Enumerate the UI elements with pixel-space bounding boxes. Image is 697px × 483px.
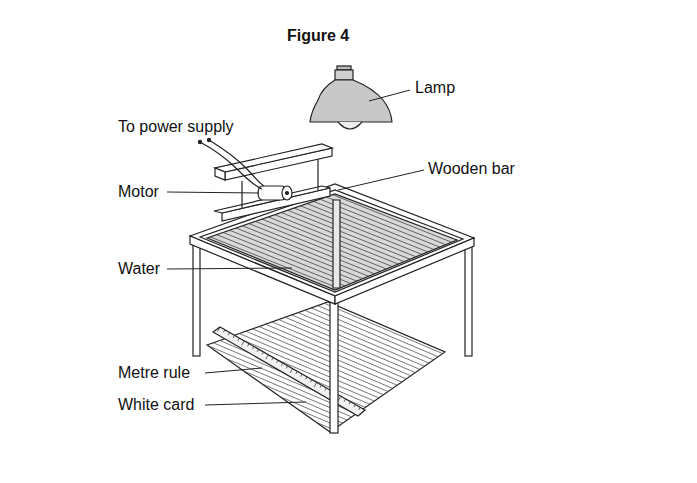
part-label: Metre rule: [118, 363, 190, 382]
wire: [209, 140, 264, 186]
part-label: Water: [118, 259, 160, 278]
barrier: [333, 200, 340, 288]
part-label: Motor: [118, 182, 159, 201]
leader-line: [167, 90, 424, 405]
part-label: To power supply: [118, 117, 234, 136]
figure-title: Figure 4: [287, 26, 349, 45]
table-leg: [465, 244, 472, 356]
part-label: Lamp: [415, 78, 455, 97]
white-card: [207, 302, 445, 432]
tank-frame: [190, 184, 474, 296]
part-label: White card: [118, 395, 194, 414]
table-leg: [330, 300, 338, 433]
wire: [200, 142, 262, 189]
table-leg: [193, 244, 200, 356]
part-label: Wooden bar: [428, 159, 515, 178]
lamp: [310, 66, 392, 129]
motor: [258, 186, 292, 200]
